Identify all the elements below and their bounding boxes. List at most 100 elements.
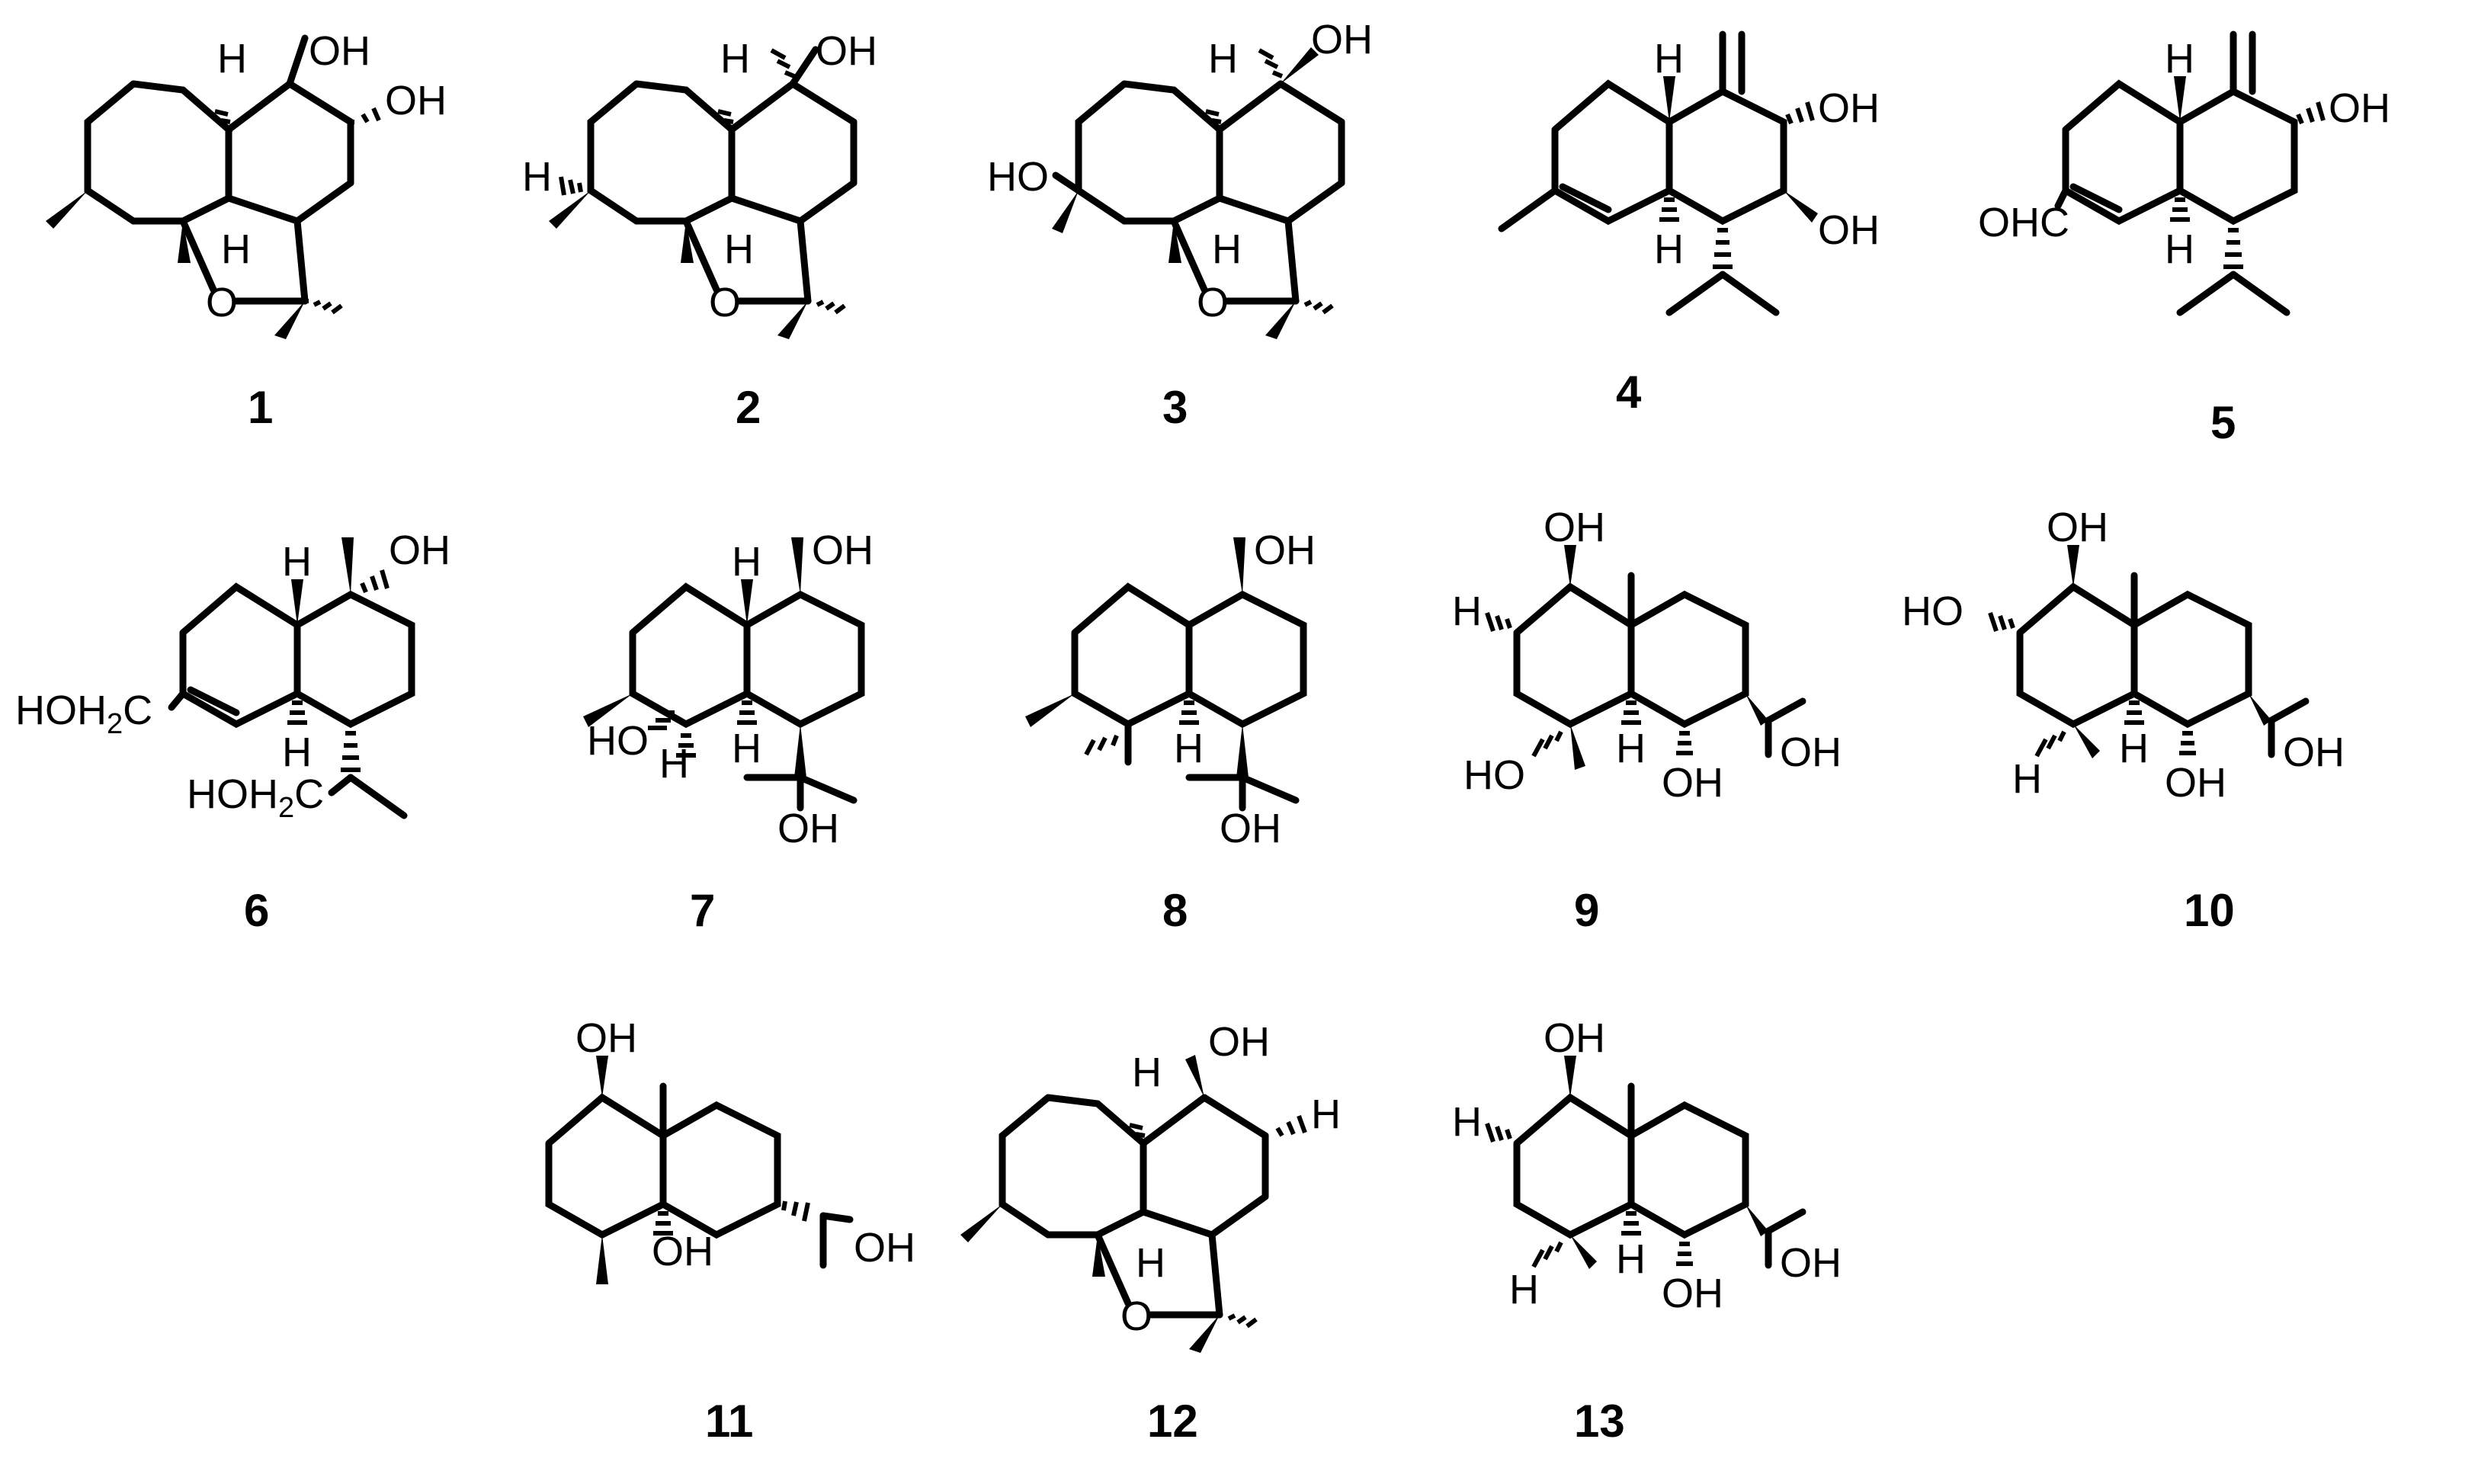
compound-7-hydroxyl-label: HO xyxy=(587,718,649,764)
compound-5-aldehyde-label: OHC xyxy=(1978,200,2069,245)
compound-1-wedge-bond xyxy=(178,221,191,263)
compound-10-bonds xyxy=(2016,572,2310,758)
compound-3-wedge-bond xyxy=(1265,301,1296,339)
compound-13-hash-bond xyxy=(1531,1241,1563,1268)
compound-10-hash-bond xyxy=(2124,700,2144,725)
compound-3-number: 3 xyxy=(1162,382,1188,433)
compound-2-hydrogen-label: H xyxy=(724,226,754,272)
compound-9-wedge-bond xyxy=(1564,545,1576,587)
compound-12-hash-bond xyxy=(1227,1313,1258,1329)
compound-2-hash-bond xyxy=(717,109,734,124)
compound-12-hydrogen-label: H xyxy=(1132,1050,1162,1095)
compound-8-hydroxyl-label: OH xyxy=(1220,806,1281,851)
compound-7-wedge-bond xyxy=(791,537,803,595)
compound-8-wedge-bond xyxy=(1236,724,1249,777)
compound-2-oxygen-label: O xyxy=(709,280,741,325)
compound-7-hash-bond xyxy=(676,733,696,758)
compound-10-hydroxyl-label: OH xyxy=(2165,760,2226,806)
compound-13-hash-bond xyxy=(1485,1123,1512,1143)
compound-6-hash-bond xyxy=(341,731,361,772)
compound-13-hydroxyl-label: OH xyxy=(1780,1240,1842,1286)
compound-13-wedge-bond xyxy=(1745,1204,1768,1236)
compound-5-hash-bond xyxy=(2296,101,2326,125)
compound-3: H OH HO H O 3 xyxy=(987,17,1373,433)
compound-10-hydroxyl-label: OH xyxy=(2283,729,2345,775)
compound-12-number: 12 xyxy=(1147,1396,1198,1447)
compound-9-hydrogen-label: H xyxy=(1452,588,1482,634)
compound-10-hash-bond xyxy=(2179,731,2196,755)
compound-1-hydrogen-label: H xyxy=(217,36,247,82)
compound-11-wedge-bond xyxy=(596,1235,608,1284)
compound-5-hydrogen-label: H xyxy=(2165,226,2194,272)
compound-1-oxygen-label: O xyxy=(206,280,238,325)
compound-3-wedge-bond xyxy=(1281,47,1319,84)
compound-4-wedge-bond xyxy=(1663,76,1675,122)
compound-1: H OH OH H O 1 xyxy=(46,28,447,433)
compound-7-hash-bond xyxy=(648,710,675,730)
compound-13-hydroxyl-label: OH xyxy=(1662,1271,1723,1316)
compound-13-hydrogen-label: H xyxy=(1509,1267,1539,1313)
compound-2-hash-bond xyxy=(559,176,583,196)
compound-6-hydroxymethyl-label: HOH2C xyxy=(15,688,152,740)
compound-7-hydroxyl-label: OH xyxy=(777,806,839,851)
compound-10-wedge-bond xyxy=(2249,694,2271,726)
compound-12-wedge-bond xyxy=(1189,1315,1220,1353)
compound-9-number: 9 xyxy=(1574,885,1599,936)
compound-13-wedge-bond xyxy=(1570,1235,1597,1269)
compound-12-hydrogen-label: H xyxy=(1136,1240,1165,1286)
compound-5-wedge-bond xyxy=(2174,76,2186,122)
compound-10: OH HO H H OH OH 10 xyxy=(1902,505,2345,936)
compound-2-wedge-bond xyxy=(681,221,694,263)
compound-9-wedge-bond xyxy=(1570,724,1585,770)
compound-8-wedge-bond xyxy=(1233,537,1245,595)
compound-12-hydroxyl-label: OH xyxy=(1208,1019,1270,1065)
compound-7-wedge-bond xyxy=(741,579,753,625)
compound-9-hash-bond xyxy=(1531,730,1563,758)
compound-7-hash-bond xyxy=(737,700,757,725)
compound-3-hash-bond xyxy=(1303,300,1334,315)
compound-3-wedge-bond xyxy=(1168,221,1181,263)
compound-3-oxygen-label: O xyxy=(1197,280,1229,325)
compound-11-wedge-bond xyxy=(596,1056,608,1098)
compound-11: OH OH OH 11 xyxy=(545,1015,915,1447)
compound-12-hash-bond xyxy=(1129,1123,1146,1138)
compound-10-hydrogen-label: H xyxy=(2119,726,2149,771)
compound-12: H OH H H O 12 xyxy=(960,1019,1341,1447)
compound-6-bonds xyxy=(168,582,415,819)
compound-3-hash-bond xyxy=(1258,48,1284,79)
compound-9-hash-bond xyxy=(1485,612,1512,632)
compound-7-hydrogen-label: H xyxy=(659,741,689,787)
compound-2-hydrogen-label: H xyxy=(720,36,750,82)
compound-7-hydrogen-label: H xyxy=(732,539,761,585)
compound-9-hydroxyl-label: OH xyxy=(1544,505,1605,550)
compound-6-hydroxymethyl-label: HOH2C xyxy=(187,771,324,824)
compound-1-hash-bond xyxy=(214,109,232,132)
compound-6-hydrogen-label: H xyxy=(282,539,312,585)
compound-1-hydroxyl-label: OH xyxy=(309,28,370,74)
compound-4-bonds xyxy=(1498,30,1787,316)
compound-13-wedge-bond xyxy=(1564,1056,1576,1098)
compound-3-bonds xyxy=(1052,80,1345,305)
compound-2-number: 2 xyxy=(736,382,761,433)
compound-1-wedge-bond xyxy=(274,301,305,339)
compound-4-number: 4 xyxy=(1616,367,1642,418)
compound-7-wedge-bond xyxy=(794,724,806,777)
compound-9-hydroxyl-label: OH xyxy=(1662,760,1723,806)
compound-2-hash-bond xyxy=(770,48,796,79)
compound-10-hash-bond xyxy=(1988,612,2015,632)
compound-11-hash-bond xyxy=(653,1211,673,1236)
compound-6-hydroxyl-label: OH xyxy=(389,527,450,573)
compound-4-hash-bond xyxy=(1713,228,1733,269)
compound-9-bonds xyxy=(1513,572,1806,758)
compound-7: H OH HO H H OH 7 xyxy=(583,527,874,936)
compound-2-hydrogen-label: H xyxy=(522,154,552,200)
compound-9: OH H HO H OH OH 9 xyxy=(1452,505,1842,936)
compound-12-wedge-bond xyxy=(1185,1055,1204,1098)
compound-7-wedge-bond xyxy=(583,694,633,727)
compound-4-hydroxyl-label: OH xyxy=(1818,207,1880,253)
compound-2-wedge-bond xyxy=(777,301,808,339)
compound-12-oxygen-label: O xyxy=(1120,1293,1152,1339)
compound-9-hydrogen-label: H xyxy=(1616,726,1646,771)
compound-8-number: 8 xyxy=(1162,885,1188,936)
